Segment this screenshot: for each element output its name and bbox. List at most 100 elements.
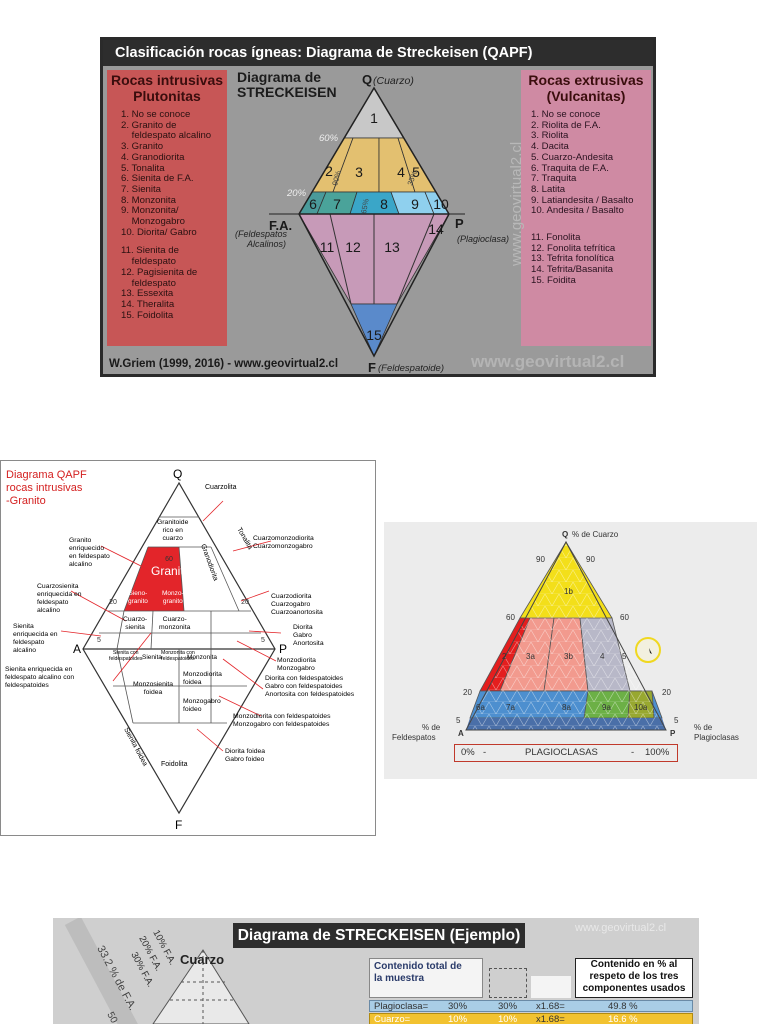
cursor-highlight	[635, 637, 661, 663]
extrusive-list-item: 8. Latita	[531, 183, 566, 195]
extrusive-list-item: 4. Dacita	[531, 141, 569, 153]
granito-field	[124, 547, 184, 611]
field-label-9: 9	[411, 196, 419, 212]
plagio-sep-2: -	[631, 747, 635, 758]
streckeisen-qapf-panel: Clasificación rocas ígneas: Diagrama de …	[100, 37, 656, 377]
intrusive-list-item: 11. Sienita de	[121, 245, 179, 257]
label-1b: 1b	[564, 587, 573, 596]
vertex-p: P	[670, 729, 676, 738]
extrusive-list-item: 5. Cuarzo-Andesita	[531, 151, 614, 163]
table-row-plagioclasa: Plagioclasa= 30% 30% x1.68= 49.8 %	[369, 1000, 693, 1012]
diorita-foidea-label: Diorita foidea Gabro foideo	[225, 748, 266, 763]
sienita-fd-label: Sienita con feldespatoides	[109, 650, 143, 662]
label-9a: 9a	[602, 703, 611, 712]
panel-title: Diagrama de STRECKEISEN (Ejemplo)	[233, 923, 525, 948]
qap-triangle: 90 90 60 60 20 20 5 5 1b 2 3a 3b 4 5 6a …	[392, 530, 739, 742]
extrusive-rocks-box: Rocas extrusivas (Vulcanitas) 1. No se c…	[521, 70, 651, 346]
pct-60-label: 60%	[319, 133, 339, 144]
vertex-p: P	[455, 216, 464, 231]
tick-20-left: 20	[463, 688, 472, 697]
field-label-15: 15	[366, 327, 382, 343]
tick-90-left: 90	[536, 555, 545, 564]
vertex-f-sub: (Feldespatoide)	[378, 363, 444, 374]
vertical-watermark: www.geovirtual2.cl	[508, 142, 525, 267]
extrusive-list-item: 7. Traquita	[531, 173, 577, 185]
cuarzosienita-label: Cuarzo- sienita	[123, 616, 148, 631]
contenido-pct-header: Contenido en % al respeto de los tres co…	[575, 958, 693, 998]
panel-title: Diagrama QAPF rocas intrusivas -Granito	[6, 469, 87, 507]
row-name: Cuarzo=	[374, 1014, 411, 1024]
vertex-p-sub: (Plagioclasa)	[457, 234, 509, 244]
monzogabro-fd-label: Monzogabro foideo	[183, 698, 221, 713]
vertex-q: Q	[562, 530, 568, 539]
tick-5-right: 5	[674, 716, 679, 725]
plagio-name: PLAGIOCLASAS	[525, 747, 598, 758]
vertex-fa: F.A.	[269, 218, 292, 233]
diagram-label: Diagrama de STRECKEISEN	[237, 69, 337, 100]
cuarzodiorita-label: Cuarzodiorita Cuarzogabro Cuarzoanortosi…	[271, 593, 323, 616]
sienita-foidea-label: Sienita foidea	[122, 727, 148, 768]
extrusive-list-item: 10. Andesita / Basalto	[531, 205, 624, 217]
intrusive-list-item: Monzogabro	[121, 216, 185, 228]
granito-label: Granito	[151, 564, 191, 578]
field-label-1: 1	[370, 110, 378, 126]
granito-alcalino-label: Granito enriquecido en feldespato alcali…	[69, 537, 110, 568]
cuarzo-label: Cuarzo	[180, 952, 224, 967]
row-factor: x1.68=	[536, 1014, 565, 1024]
tick-60-right: 60	[620, 613, 629, 622]
label-3a: 3a	[526, 652, 535, 661]
tick-60-left: 60	[506, 613, 515, 622]
intrusive-list-item: 10. Diorita/ Gabro	[121, 226, 197, 238]
extrusive-list-item: 9. Latiandesita / Basalto	[531, 194, 634, 206]
field-label-8: 8	[380, 196, 388, 212]
plagio-min: 0%	[461, 747, 475, 758]
row-v2: 30%	[498, 1001, 518, 1012]
vertex-p: P	[279, 642, 287, 656]
cuarzolita-label: Cuarzolita	[205, 484, 237, 491]
qapf-granite-diagram: 60 20 5 5 20 Q A P F Granito Cuarzolita …	[60, 467, 287, 832]
vertex-fa-sub-1: (Feldespatos	[235, 229, 288, 239]
cuarzomonzonita-label: Cuarzo- monzonita	[159, 616, 191, 631]
sienita-alc-fd-label: Sienita enriquecida en feldespato alcali…	[5, 666, 75, 689]
footer-watermark: www.geovirtual2.cl	[471, 352, 625, 371]
svg-text:20: 20	[241, 599, 249, 606]
monzonita-fd-label: Monzonita con feldespatoides	[161, 650, 195, 662]
extrusive-list-item: 14. Tefrita/Basanita	[531, 264, 613, 276]
granodiorita-label: Granodiorita	[199, 543, 219, 582]
plagioclase-scale: 0% - PLAGIOCLASAS - 100%	[454, 744, 678, 762]
monzogranito-label: Monzo- granito	[162, 590, 184, 605]
field-label-11: 11	[320, 239, 335, 255]
intrusive-rocks-box: Rocas intrusivas Plutonitas 1. No se con…	[107, 70, 227, 346]
plagio-max: 100%	[645, 747, 670, 758]
field-label-7: 7	[333, 196, 341, 212]
diorita-fd-label: Diorita con feldespatoides Gabro con fel…	[265, 675, 355, 698]
qapf-diagram: 1 2 3 4 5 6 7 8 9 10 11 12 13 14 15 Q (C…	[235, 72, 525, 374]
row-v2: 10%	[498, 1014, 518, 1024]
vertex-f: F	[175, 818, 182, 832]
qap-triangle-panel: 90 90 60 60 20 20 5 5 1b 2 3a 3b 4 5 6a …	[384, 522, 757, 779]
field-label-6: 6	[309, 196, 317, 212]
intrusive-list-item: 12. Pagisienita de	[121, 266, 198, 278]
extrusive-list-item: 6. Traquita de F.A.	[531, 162, 609, 174]
intrusive-list-item: 9. Monzonita/	[121, 205, 179, 217]
vertex-fa-sub-2: Alcalinos)	[246, 239, 286, 249]
field-label-10: 10	[433, 196, 449, 212]
monzodiorita-label: Monzodiorita Monzogabro	[277, 657, 316, 672]
row-result: 16.6 %	[608, 1014, 638, 1024]
cursor-icon	[649, 648, 652, 654]
monzonita-label: Monzonita	[187, 654, 217, 661]
intrusive-list-item: feldespato	[121, 256, 176, 268]
vertex-f: F	[368, 360, 376, 374]
left-label-1: % de	[422, 723, 441, 732]
extrusive-list-item: 1. No se conoce	[531, 109, 601, 120]
extrusive-list-item: 13. Tefrita fonolítica	[531, 253, 615, 265]
field-label-12: 12	[345, 239, 361, 255]
row-result: 49.8 %	[608, 1001, 638, 1012]
intrusive-list-item: feldespato alcalino	[121, 130, 212, 142]
label-6a: 6a	[476, 703, 485, 712]
tick-5-left: 5	[456, 716, 461, 725]
intrusive-list-item: 7. Sienita	[121, 183, 162, 195]
monzodiorita-fd-label: Monzodiorita foidea	[183, 671, 222, 686]
